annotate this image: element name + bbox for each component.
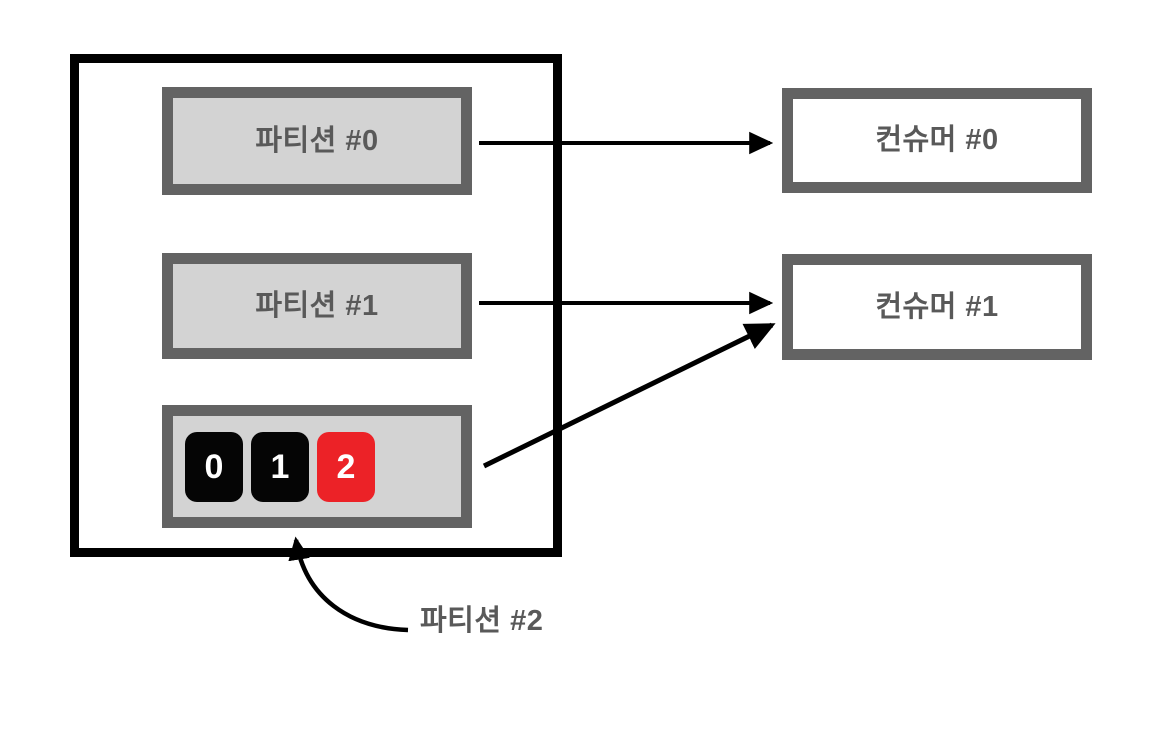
partition-box-2[interactable]: 0 1 2	[162, 405, 472, 528]
annotation-label: 파티션 #2	[420, 605, 544, 637]
message-tile-2[interactable]: 2	[317, 431, 375, 502]
partition-box-1[interactable]: 파티션 #1	[162, 253, 472, 359]
message-tile-value-2: 2	[336, 447, 356, 486]
consumer-label-1: 컨슈머 #1	[875, 290, 999, 323]
consumer-box-0[interactable]: 컨슈머 #0	[782, 88, 1092, 193]
partition-label-0: 파티션 #0	[255, 124, 379, 157]
consumer-box-1[interactable]: 컨슈머 #1	[782, 254, 1092, 360]
message-tile-row: 0 1 2	[185, 431, 375, 502]
partition-box-0[interactable]: 파티션 #0	[162, 87, 472, 195]
message-tile-0[interactable]: 0	[185, 431, 243, 502]
message-tile-value-0: 0	[204, 447, 224, 486]
message-tile-value-1: 1	[270, 447, 290, 486]
partition-label-1: 파티션 #1	[255, 289, 379, 322]
consumer-label-0: 컨슈머 #0	[875, 124, 999, 156]
message-tile-1[interactable]: 1	[251, 431, 309, 502]
